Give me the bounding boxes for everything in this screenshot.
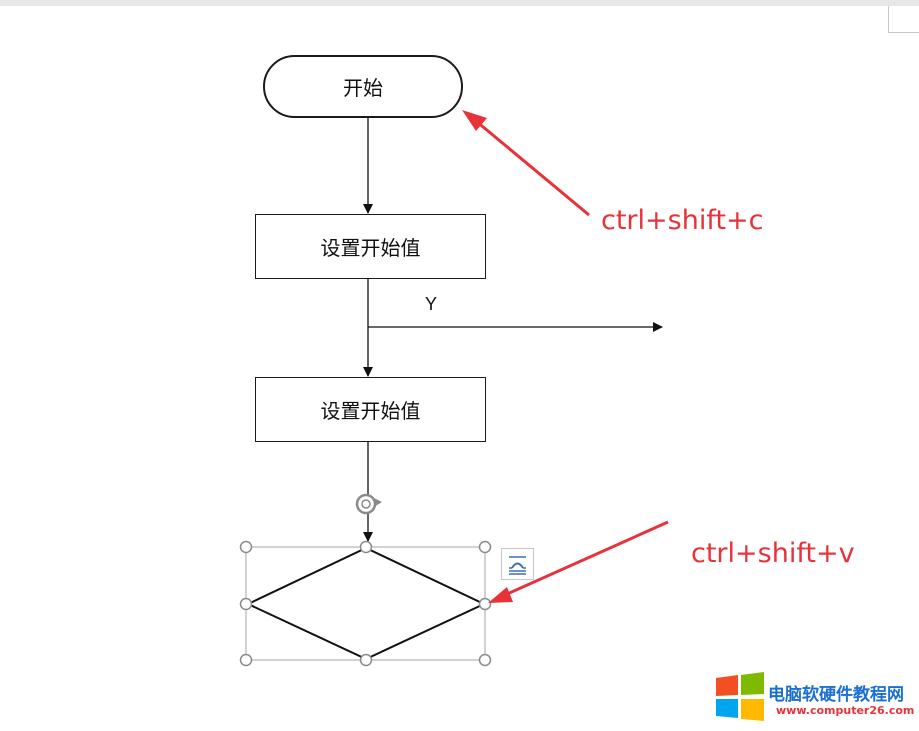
resize-handle-bottom-left[interactable] [239,653,253,667]
watermark-url: www.computer26.com [776,704,915,717]
process-2-label: 设置开始值 [320,399,421,423]
branch-y-label: Y [425,294,438,314]
page-corner-mark [888,6,919,33]
process-1-label: 设置开始值 [320,236,421,260]
windows-logo-icon [716,672,764,721]
paste-shortcut-annotation: ctrl+shift+v [691,538,855,569]
resize-handle-left[interactable] [239,597,253,611]
layout-options-button[interactable] [501,548,534,580]
resize-handle-bottom-right[interactable] [478,653,492,667]
copy-shortcut-annotation: ctrl+shift+c [601,205,764,236]
decision-diamond[interactable] [245,546,487,661]
start-label: 开始 [343,76,383,100]
process-box-1[interactable]: 设置开始值 [255,214,486,279]
watermark-title: 电脑软硬件教程网 [768,685,904,705]
annotation-arrow-paste [488,520,669,603]
annotation-arrow-copy [462,110,590,217]
resize-handle-top-left[interactable] [239,540,253,554]
process-box-2[interactable]: 设置开始值 [255,377,486,442]
start-terminator[interactable]: 开始 [263,55,463,118]
document-top-edge [0,0,919,6]
layout-options-icon [509,556,526,575]
rotate-handle-icon[interactable] [355,493,382,515]
resize-handle-bottom[interactable] [359,653,373,667]
resize-handle-top-right[interactable] [478,540,492,554]
resize-handle-right[interactable] [478,597,492,611]
site-watermark: 电脑软硬件教程网 www.computer26.com [714,672,914,724]
resize-handle-top[interactable] [359,540,373,554]
